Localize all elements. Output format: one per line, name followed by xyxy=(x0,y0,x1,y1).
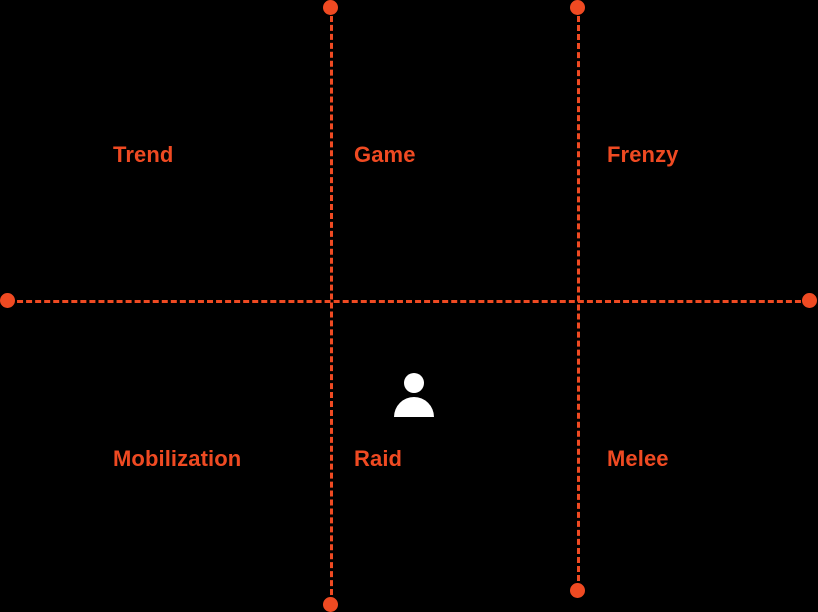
dot-horizontal-left xyxy=(0,293,15,308)
quadrant-label-raid: Raid xyxy=(354,446,403,471)
dot-left-vertical-top xyxy=(323,0,338,15)
person-icon-body xyxy=(394,397,434,417)
vertical-divider-right xyxy=(577,7,580,590)
horizontal-divider xyxy=(8,300,810,303)
person-icon-head xyxy=(404,373,424,393)
quadrant-label-frenzy: Frenzy xyxy=(607,142,679,167)
person-icon[interactable] xyxy=(394,373,434,417)
quadrant-label-melee: Melee xyxy=(607,446,669,471)
quadrant-label-trend: Trend xyxy=(113,142,174,167)
dot-left-vertical-bottom xyxy=(323,597,338,612)
dot-right-vertical-bottom xyxy=(570,583,585,598)
dot-right-vertical-top xyxy=(570,0,585,15)
quadrant-label-mobilization: Mobilization xyxy=(113,446,242,471)
quadrant-label-game: Game xyxy=(354,142,416,167)
dot-horizontal-right xyxy=(802,293,817,308)
vertical-divider-left xyxy=(330,7,333,604)
